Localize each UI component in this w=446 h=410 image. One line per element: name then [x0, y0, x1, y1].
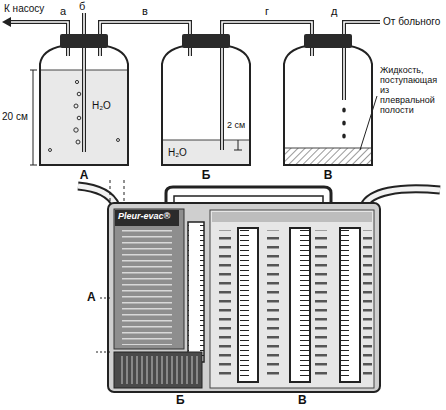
stopper — [304, 34, 352, 48]
seal-grill — [118, 356, 198, 384]
water-label: H₂O — [92, 100, 111, 111]
scale-numbers — [362, 230, 372, 380]
stopper — [182, 34, 230, 48]
fluid-label: Жидкость, поступающая из плевральной пол… — [380, 66, 444, 115]
dimension-20cm — [30, 70, 37, 165]
dimension-2cm — [234, 140, 242, 150]
scale-ticks — [239, 230, 257, 380]
collection-bottle: В — [284, 34, 372, 165]
water-seal-column — [188, 222, 204, 362]
handle — [166, 187, 331, 204]
inlet-label: От больного — [383, 16, 440, 27]
housing — [108, 203, 380, 392]
outlet-label: К насосу — [4, 3, 44, 14]
leader-line — [96, 352, 112, 353]
tubes — [10, 13, 100, 152]
bottle-a — [2, 13, 128, 165]
brand-name: Pleur-evac® — [118, 212, 170, 222]
water — [163, 140, 249, 164]
stopper — [60, 34, 108, 48]
suction-control-bottle: H₂OА — [40, 34, 128, 165]
scale-ticks — [341, 230, 359, 380]
bottle-outline — [162, 46, 250, 165]
instruction-lines — [116, 230, 182, 345]
water-label: H₂O — [168, 147, 187, 158]
chamber-letter: Б — [176, 394, 185, 407]
dimension-label: 2 см — [227, 121, 245, 131]
fluid-level — [285, 148, 371, 149]
water-level — [163, 140, 249, 141]
bottle-letter: В — [284, 169, 372, 182]
bottle-letter: А — [40, 169, 128, 182]
collection-column — [340, 228, 360, 382]
pleur-evac-device — [78, 180, 440, 392]
leader-line — [360, 96, 377, 150]
drainage-device: Pleur-evac® — [108, 203, 380, 392]
tube-letter: б — [79, 0, 85, 12]
seal-chamber — [114, 352, 202, 388]
scale-numbers — [214, 230, 234, 380]
pleural-fluid — [285, 148, 371, 164]
tubes — [312, 22, 380, 100]
bottle-b — [162, 34, 250, 165]
collection-column — [290, 228, 310, 382]
drops — [342, 107, 346, 138]
collection-panel — [210, 210, 374, 388]
collection-column — [238, 228, 258, 382]
tube-line — [222, 22, 312, 34]
arrow-head — [2, 17, 11, 27]
tube-line — [222, 22, 312, 34]
dimension-label: 20 см — [2, 111, 28, 122]
tube-letter: д — [331, 5, 337, 17]
instruction-panel — [114, 209, 184, 349]
tube-line — [100, 22, 190, 34]
chamber-letter: В — [298, 394, 307, 407]
bottle-outline — [284, 46, 372, 165]
scale-numbers — [264, 230, 286, 380]
tube-letter: г — [265, 5, 269, 17]
collection-header — [212, 212, 372, 222]
connecting-tube — [222, 22, 312, 34]
scale-ticks — [291, 230, 309, 380]
water-seal-bottle: H₂OБ — [162, 34, 250, 165]
tube-letter: а — [60, 5, 66, 17]
bottle-v — [284, 22, 380, 165]
scale-numbers — [314, 230, 336, 380]
brand-band — [115, 210, 179, 226]
bottle-letter: Б — [162, 169, 250, 182]
connecting-tube — [100, 22, 190, 34]
tube-letter: в — [142, 5, 148, 17]
chamber-letter: А — [87, 291, 96, 304]
tubes — [190, 34, 222, 150]
scale-ticks — [188, 224, 204, 360]
tube-line — [100, 22, 190, 34]
leader-line — [100, 298, 112, 299]
